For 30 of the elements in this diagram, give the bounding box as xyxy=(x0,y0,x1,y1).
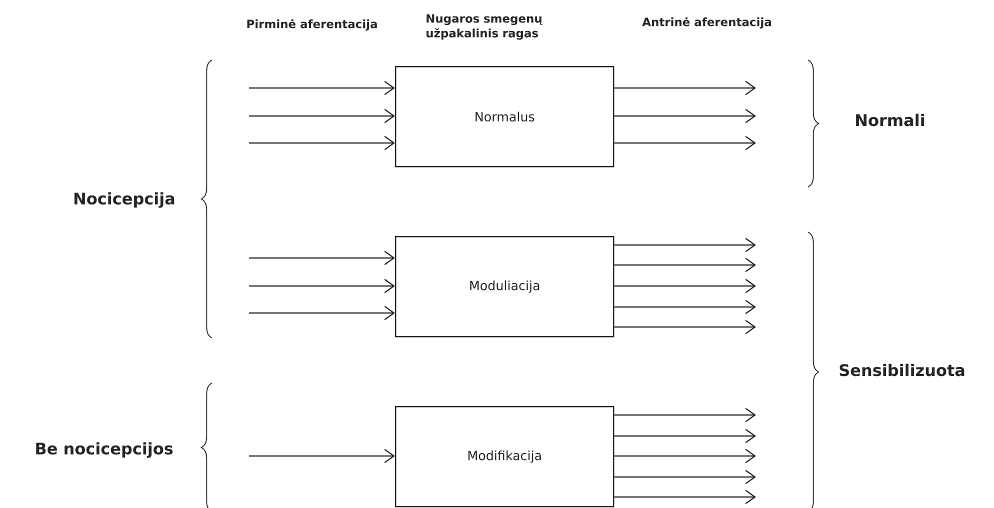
arrow xyxy=(614,320,756,334)
column-header: Antrinė aferentacija xyxy=(642,17,771,29)
arrow xyxy=(614,258,756,272)
arrow xyxy=(614,408,756,422)
arrow xyxy=(614,300,756,314)
arrow xyxy=(614,428,756,444)
arrow xyxy=(614,490,756,504)
arrow xyxy=(249,108,395,124)
process-box: Moduliacija xyxy=(395,236,614,338)
brace-label: Normali xyxy=(856,114,924,126)
arrow xyxy=(614,238,756,252)
column-header: Pirminė aferentacija xyxy=(247,19,377,31)
arrow xyxy=(614,470,756,484)
arrow xyxy=(249,448,395,464)
arrow xyxy=(249,306,395,320)
arrow xyxy=(249,278,395,294)
arrow xyxy=(249,80,395,96)
process-box: Modifikacija xyxy=(395,406,614,508)
arrow xyxy=(614,136,756,150)
brace-label: Nocicepcija xyxy=(74,192,174,208)
brace-label: Be nocicepcijos xyxy=(36,442,173,458)
brace-label: Sensibilizuota xyxy=(840,364,964,376)
arrow xyxy=(614,108,756,124)
arrow xyxy=(614,80,756,96)
arrow xyxy=(614,448,756,464)
arrow xyxy=(249,136,395,150)
column-header: Nugaros smegenų užpakalinis ragas xyxy=(426,14,542,40)
process-box: Normalus xyxy=(395,66,614,168)
arrow xyxy=(249,250,395,266)
arrow xyxy=(614,278,756,294)
